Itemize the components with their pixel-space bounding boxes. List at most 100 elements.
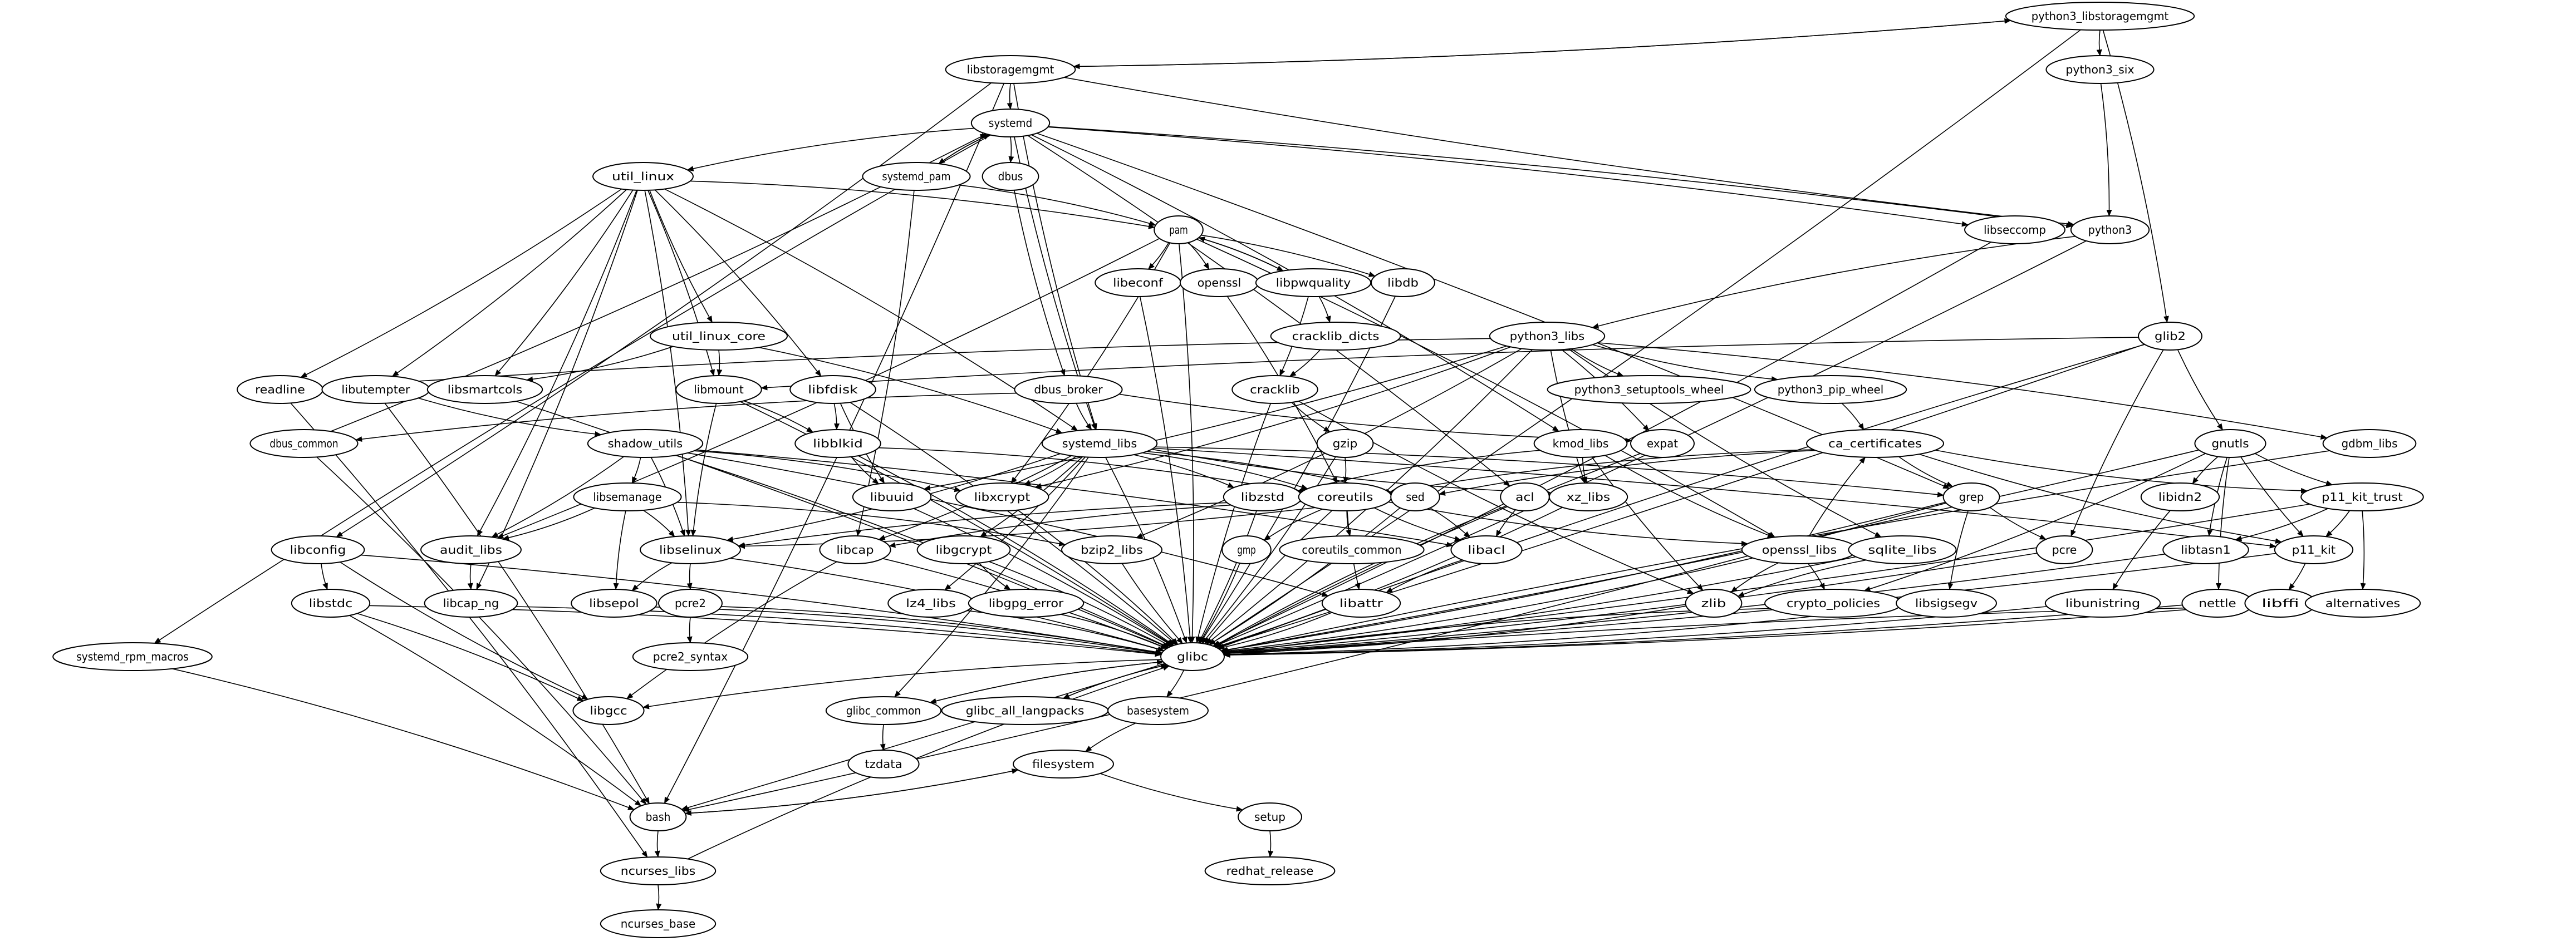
node-label: p11_kit — [2292, 543, 2336, 556]
node-libcap: libcap — [819, 535, 891, 564]
node-label: dbus_common — [269, 437, 338, 450]
edge-expat-to-glibc — [1214, 453, 1641, 647]
node-label: ncurses_libs — [621, 864, 695, 878]
edge-libblkid-to-coreutils — [879, 447, 1302, 494]
node-libseccomp: libseccomp — [1964, 215, 2065, 244]
node-ellipse — [2162, 535, 2249, 564]
edge-systemd_libs-to-libzstd — [1134, 454, 1235, 488]
node-glibc_all_langpacks: glibc_all_langpacks — [941, 696, 1109, 725]
node-ellipse — [2140, 482, 2220, 511]
node-label: libselinux — [659, 543, 722, 556]
node-label: libdb — [1387, 276, 1419, 289]
node-ncurses_base: ncurses_base — [600, 909, 717, 938]
node-label: dbus — [998, 170, 1023, 183]
edges-layer — [154, 18, 2366, 910]
node-ellipse — [2035, 535, 2093, 564]
edge-basesystem-to-filesystem — [1085, 722, 1136, 752]
edge-p11_kit_trust-to-p11_kit — [2325, 510, 2351, 537]
edge-systemd_rpm_macros-to-bash — [171, 668, 635, 810]
node-ellipse — [789, 375, 876, 404]
node-ellipse — [1238, 802, 1302, 831]
node-ellipse — [968, 589, 1085, 618]
node-libacl: libacl — [1450, 535, 1523, 564]
node-pcre: pcre — [2035, 535, 2093, 564]
node-libgpg_error: libgpg_error — [968, 589, 1085, 618]
node-libstdc: libstdc — [291, 589, 371, 618]
node-label: libgcc — [590, 704, 627, 717]
node-audit_libs: audit_libs — [420, 535, 522, 564]
node-dbus_common: dbus_common — [249, 429, 359, 458]
edge-grep-to-libsigsegv — [1947, 510, 1969, 590]
node-label: libmount — [694, 383, 744, 396]
node-python3_setuptools_wheel: python3_setuptools_wheel — [1547, 375, 1751, 404]
node-dbus: dbus — [982, 162, 1039, 191]
node-ellipse — [271, 535, 365, 564]
edge-systemd_libs-to-p11_kit — [1154, 447, 2276, 549]
node-ellipse — [982, 162, 1039, 191]
node-util_linux_core: util_linux_core — [650, 322, 788, 351]
edge-openssl_libs-to-crypto_policies — [1808, 563, 1825, 590]
edge-libsemanage-to-bzip2_libs — [676, 501, 1066, 546]
node-ellipse — [1221, 535, 1272, 564]
node-ellipse — [794, 429, 881, 458]
edge-filesystem-to-setup — [1100, 773, 1243, 812]
edge-xz_libs-to-glibc — [1215, 507, 1563, 648]
edge-systemd_libs-to-grep — [1155, 446, 1944, 497]
node-ellipse — [2194, 429, 2266, 458]
edge-libstdc-to-libgcc — [357, 613, 584, 702]
edge-pam-to-libeconf — [1147, 242, 1170, 270]
edge-shadow_utils-to-libacl — [696, 449, 1454, 548]
edge-shadow_utils-to-libattr — [687, 452, 1329, 597]
node-label: libffi — [2261, 597, 2299, 610]
edge-coreutils-to-glibc — [1204, 510, 1333, 644]
edge-dbus-to-dbus_broker — [1013, 190, 1066, 377]
node-glib2: glib2 — [2138, 322, 2202, 351]
node-label: gmp — [1237, 543, 1256, 556]
node-systemd_rpm_macros: systemd_rpm_macros — [52, 642, 213, 671]
node-label: gdbm_libs — [2342, 437, 2398, 450]
node-label: libstoragemgmt — [967, 63, 1054, 76]
node-ellipse — [1806, 429, 1944, 458]
edge-dbus_broker-to-dbus_common — [355, 392, 1017, 442]
node-label: filesystem — [1032, 757, 1095, 771]
node-ellipse — [1547, 375, 1751, 404]
edge-openssl_libs-to-glibc — [1221, 557, 1753, 654]
edge-glibc_common-to-tzdata — [880, 724, 886, 751]
node-filesystem: filesystem — [1013, 750, 1114, 779]
edge-libutempter-to-shadow_utils — [418, 397, 602, 437]
node-libattr: libattr — [1321, 589, 1401, 618]
node-label: ca_certificates — [1828, 437, 1922, 450]
edge-gnutls-to-p11_kit_trust — [2254, 453, 2333, 486]
edge-gzip-to-glibc — [1201, 456, 1336, 644]
node-basesystem: basesystem — [1107, 696, 1209, 725]
node-label: openssl_libs — [1762, 543, 1837, 556]
node-libsemanage: libsemanage — [573, 482, 682, 511]
edge-libstoragemgmt-to-python3 — [1064, 77, 2075, 227]
node-ellipse — [2300, 482, 2424, 511]
node-ellipse — [2005, 2, 2195, 31]
node-ellipse — [2322, 429, 2417, 458]
node-sqlite_libs: sqlite_libs — [1848, 535, 1957, 564]
node-ellipse — [847, 750, 920, 779]
node-label: libunistring — [2065, 597, 2140, 610]
edge-libeconf-to-glibc — [1139, 296, 1193, 644]
node-label: libblkid — [813, 437, 863, 450]
node-label: python3 — [2088, 223, 2132, 237]
edge-libfdisk-to-libblkid — [833, 403, 840, 431]
node-ellipse — [2045, 55, 2155, 84]
node-ellipse — [1964, 215, 2065, 244]
edge-libblkid-to-libuuid — [851, 456, 880, 485]
node-ellipse — [1061, 535, 1162, 564]
node-label: gnutls — [2211, 437, 2249, 450]
edge-ca_certificates-to-p11_kit_trust — [1935, 450, 2308, 494]
node-xz_libs: xz_libs — [1548, 482, 1628, 511]
node-alternatives: alternatives — [2304, 589, 2421, 618]
node-ellipse — [573, 482, 682, 511]
node-cracklib: cracklib — [1231, 375, 1318, 404]
node-label: ncurses_base — [621, 917, 695, 930]
node-label: libcap — [836, 543, 874, 556]
node-ellipse — [1754, 375, 1907, 404]
edge-p11_kit_trust-to-libtasn1 — [2235, 508, 2329, 541]
node-ellipse — [629, 802, 687, 831]
node-libunistring: libunistring — [2044, 589, 2161, 618]
